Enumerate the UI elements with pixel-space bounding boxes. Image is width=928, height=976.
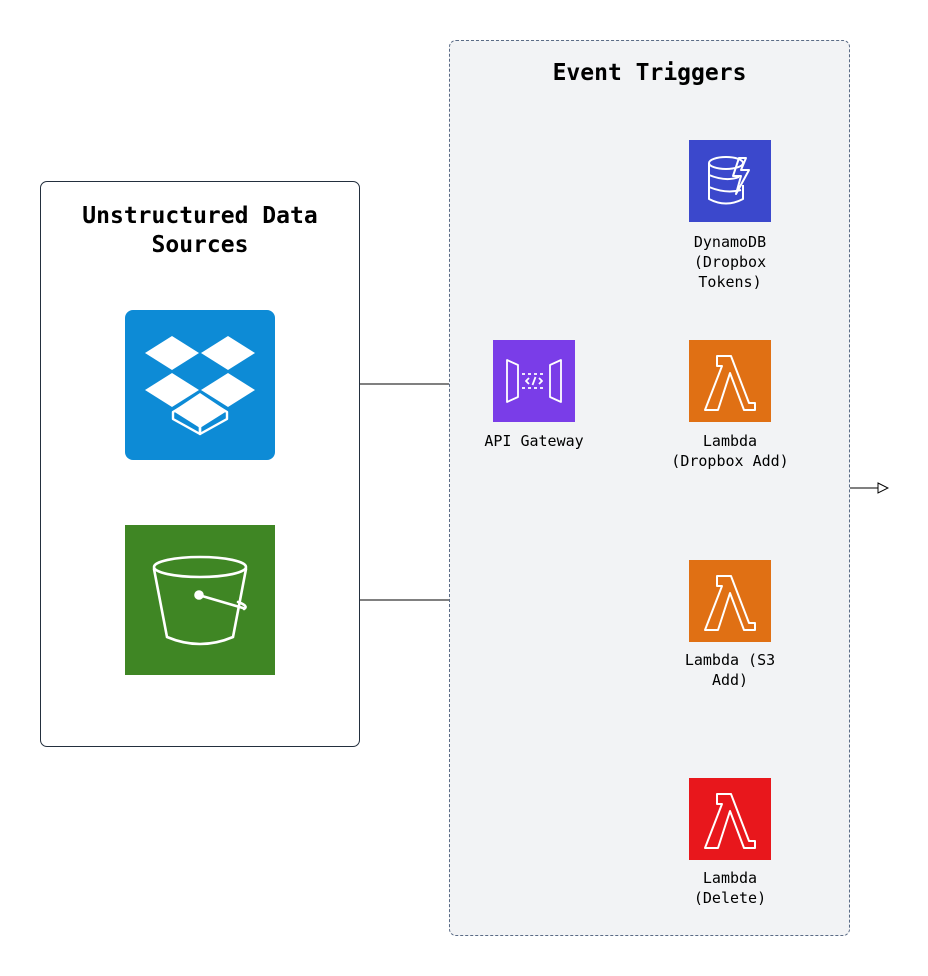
group-title-triggers: Event Triggers: [552, 60, 747, 86]
s3-bucket-icon: [152, 555, 248, 646]
lambda-dropbox-add-label: Lambda (Dropbox Add): [671, 432, 789, 470]
dynamodb-label: DynamoDB (Dropbox Tokens): [693, 233, 767, 291]
lambda-s3-add-node[interactable]: [689, 560, 771, 642]
lambda-s3-add-label: Lambda (S3 Add): [684, 651, 776, 689]
dropbox-node[interactable]: [125, 310, 275, 460]
lambda-dropbox-add-node[interactable]: [689, 340, 771, 422]
dynamodb-node[interactable]: [689, 140, 771, 222]
lambda-delete-label: Lambda (Delete): [693, 869, 767, 907]
group-title-sources: Unstructured Data Sources: [82, 203, 318, 258]
lambda-icon: [704, 355, 756, 411]
api-gateway-node[interactable]: [493, 340, 575, 422]
lambda-delete-node[interactable]: [689, 778, 771, 860]
dropbox-icon: [145, 336, 255, 436]
api-gateway-icon: [506, 359, 562, 403]
group-event-triggers: Event Triggers: [449, 40, 850, 936]
lambda-icon: [704, 575, 756, 631]
lambda-icon: [704, 793, 756, 849]
s3-node[interactable]: [125, 525, 275, 675]
api-gateway-label: API Gateway: [484, 432, 584, 450]
dynamodb-icon: [708, 156, 750, 205]
